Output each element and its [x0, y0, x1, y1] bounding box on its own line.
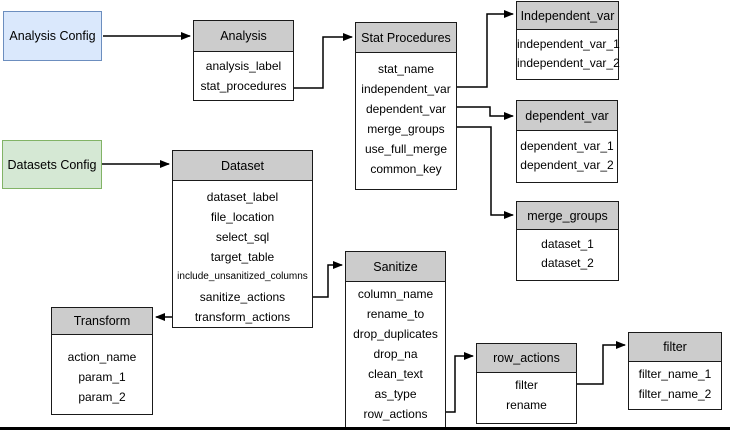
entity-field: rename	[506, 398, 547, 412]
entity-field: dependent_var_1	[520, 139, 614, 153]
entity-field: dataset_1	[541, 237, 594, 251]
entity-field: dependent_var	[365, 102, 447, 116]
entity-filter-header: filter	[629, 333, 721, 362]
entity-field: independent_var	[361, 82, 451, 96]
entity-field: dependent_var_2	[520, 158, 614, 172]
entity-transform: Transform action_name param_1 param_2	[51, 307, 153, 415]
entity-independent-var: Independent_var independent_var_1 indepe…	[516, 1, 620, 80]
entity-sanitize: Sanitize column_name rename_to drop_dupl…	[345, 251, 446, 429]
entity-field: common_key	[370, 162, 442, 176]
entity-dependent-var: dependent_var dependent_var_1 dependent_…	[516, 100, 618, 183]
entity-field: sanitize_actions	[199, 290, 286, 304]
entity-independent-var-header: Independent_var	[517, 2, 618, 30]
entity-field: independent_var_1	[517, 37, 620, 51]
node-analysis-config: Analysis Config	[3, 11, 102, 61]
entity-field: as_type	[374, 387, 417, 401]
entity-dataset: Dataset dataset_label file_location sele…	[172, 150, 313, 328]
entity-stat-procedures: Stat Procedures stat_name independent_va…	[355, 22, 457, 190]
entity-filter: filter filter_name_1 filter_name_2	[628, 332, 722, 410]
page-bottom-border	[0, 427, 730, 430]
entity-field: filter	[515, 378, 538, 392]
arrow-stat-procedures-to-merge-groups	[457, 126, 514, 219]
entity-field: analysis_label	[205, 59, 282, 73]
entity-field: clean_text	[368, 367, 423, 381]
entity-field: independent_var_2	[517, 56, 620, 70]
entity-field: drop_duplicates	[353, 327, 438, 341]
arrow-sanitize-to-row-actions	[446, 352, 474, 413]
entity-field: merge_groups	[367, 122, 445, 136]
entity-field: action_name	[67, 350, 137, 364]
entity-field: stat_name	[377, 62, 435, 76]
entity-merge-groups-header: merge_groups	[517, 202, 618, 230]
arrow-dataset-to-sanitize	[313, 261, 343, 298]
node-analysis-config-label: Analysis Config	[9, 29, 96, 43]
entity-stat-procedures-header: Stat Procedures	[356, 23, 456, 53]
arrow-analysis-to-stat-procedures	[294, 33, 353, 89]
entity-analysis-header: Analysis	[194, 21, 293, 52]
entity-field: filter_name_1	[638, 367, 712, 381]
arrow-stat-procedures-to-independent-var	[457, 10, 514, 88]
entity-field: transform_actions	[194, 310, 291, 324]
node-datasets-config-label: Datasets Config	[7, 157, 97, 172]
entity-sanitize-header: Sanitize	[346, 252, 445, 282]
entity-row-actions: row_actions filter rename	[476, 343, 577, 424]
entity-field: dataset_2	[541, 256, 594, 270]
entity-merge-groups: merge_groups dataset_1 dataset_2	[516, 201, 619, 281]
entity-dataset-header: Dataset	[173, 151, 312, 181]
entity-field: target_table	[210, 250, 275, 264]
entity-field: stat_procedures	[200, 79, 287, 93]
entity-field: include_unsanitized_columns	[177, 271, 308, 282]
node-datasets-config: Datasets Config	[2, 140, 102, 189]
entity-field: use_full_merge	[364, 142, 448, 156]
entity-field: param_1	[78, 370, 126, 384]
entity-field: drop_na	[373, 347, 418, 361]
entity-row-actions-header: row_actions	[477, 344, 576, 373]
entity-field: param_2	[78, 390, 126, 404]
entity-field: row_actions	[363, 407, 428, 421]
arrow-stat-procedures-to-dependent-var	[457, 106, 514, 120]
entity-field: select_sql	[215, 230, 270, 244]
entity-analysis: Analysis analysis_label stat_procedures	[193, 20, 294, 101]
entity-field: column_name	[357, 287, 434, 301]
entity-field: filter_name_2	[638, 387, 712, 401]
entity-field: dataset_label	[206, 190, 279, 204]
entity-field: file_location	[210, 210, 275, 224]
entity-transform-header: Transform	[52, 308, 152, 335]
arrow-row-actions-to-filter	[577, 341, 626, 385]
entity-field: rename_to	[366, 307, 425, 321]
entity-dependent-var-header: dependent_var	[517, 101, 617, 131]
